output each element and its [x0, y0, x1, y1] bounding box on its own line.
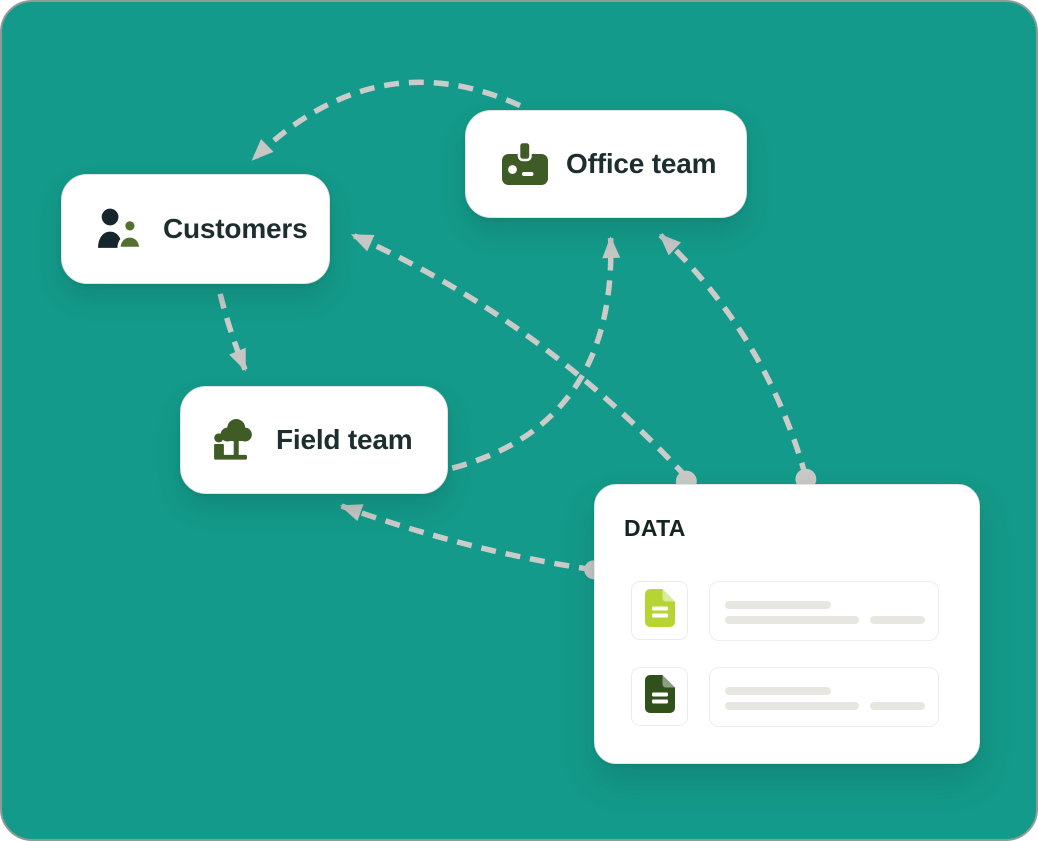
- node-card-office-team: Office team: [465, 110, 747, 218]
- data-panel: DATA: [594, 484, 980, 764]
- placeholder-bar: [870, 616, 925, 624]
- connector-customers-to-field: [217, 293, 248, 372]
- placeholder-bar: [870, 702, 925, 710]
- node-card-field-team: Field team: [180, 386, 448, 494]
- data-panel-title: DATA: [624, 515, 686, 541]
- placeholder-bar: [725, 601, 831, 609]
- two-people-icon: [97, 208, 143, 250]
- record-placeholder: [709, 667, 939, 727]
- data-row: [631, 667, 939, 727]
- node-label-customers: Customers: [163, 213, 308, 244]
- connector-data-to-customers: [350, 232, 689, 480]
- connector-data-to-office: [658, 233, 809, 478]
- person-and-tree-icon: [212, 417, 260, 463]
- document-tile: [631, 667, 688, 726]
- document-icon: [644, 675, 675, 718]
- connector-office-to-customers: [251, 79, 522, 162]
- document-icon: [644, 589, 675, 632]
- placeholder-bar: [725, 687, 831, 695]
- data-row: [631, 581, 939, 641]
- document-tile: [631, 581, 688, 640]
- placeholder-bar: [725, 616, 859, 624]
- node-label-field-team: Field team: [276, 424, 413, 455]
- connector-field-to-office: [451, 236, 621, 471]
- node-card-customers: Customers: [61, 174, 330, 284]
- id-badge-icon: [502, 141, 550, 187]
- connector-data-to-field: [339, 503, 595, 573]
- record-placeholder: [709, 581, 939, 641]
- placeholder-bar: [725, 702, 859, 710]
- node-label-office-team: Office team: [566, 148, 717, 179]
